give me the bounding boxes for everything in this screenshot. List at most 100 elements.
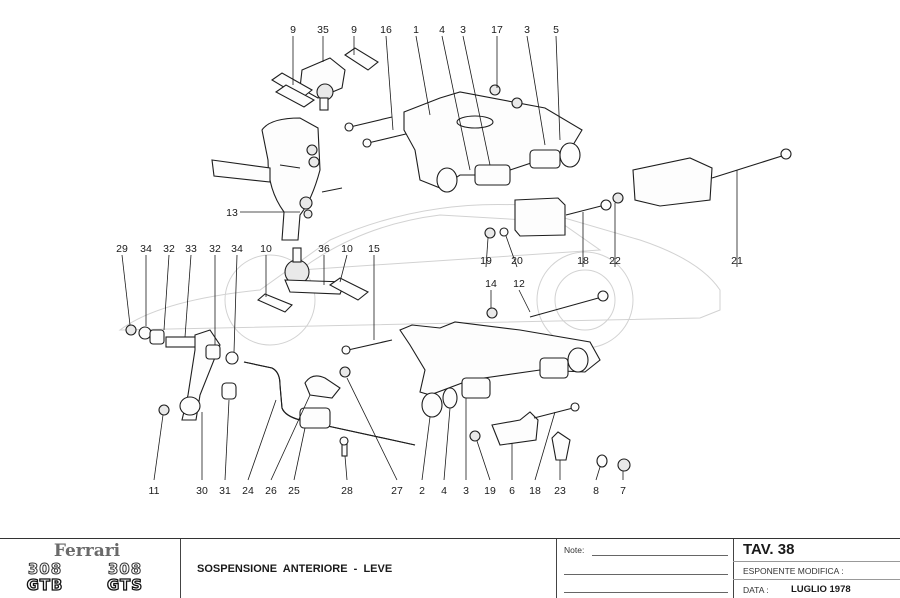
callout-19: 19: [484, 485, 496, 497]
table-number: TAV. 38: [743, 541, 795, 558]
callout-1: 1: [413, 24, 419, 36]
plate-10-left: [256, 293, 293, 313]
bushing-25: [299, 407, 331, 429]
washer-8: [596, 454, 608, 468]
callout-12: 12: [513, 278, 525, 290]
leader-line: [595, 466, 601, 481]
bolt-15: [341, 339, 393, 355]
nut-27: [339, 366, 351, 378]
leader-line: [247, 399, 277, 481]
notes-line: [564, 574, 728, 575]
lower-control-arm-2: [399, 321, 601, 418]
leader-line: [443, 407, 451, 481]
callout-4: 4: [441, 485, 447, 497]
callout-16: 16: [380, 24, 392, 36]
clip-23: [551, 431, 571, 461]
callout-27: 27: [391, 485, 403, 497]
callout-35: 35: [317, 24, 329, 36]
notes-label: Note:: [564, 545, 585, 555]
model-variant: GTB: [26, 576, 64, 594]
callout-20: 20: [511, 255, 523, 267]
washer-20: [499, 227, 509, 237]
model-variant: GTS: [106, 576, 144, 594]
callout-10: 10: [260, 243, 272, 255]
plate-9-right: [344, 47, 379, 71]
callout-34: 34: [140, 243, 152, 255]
callout-29: 29: [116, 243, 128, 255]
leader-line: [505, 235, 518, 268]
callout-30: 30: [196, 485, 208, 497]
callout-2: 2: [419, 485, 425, 497]
revision-row: ESPONENTE MODIFICA :: [733, 561, 900, 576]
leader-line: [526, 35, 546, 146]
callout-3: 3: [463, 485, 469, 497]
callout-18: 18: [577, 255, 589, 267]
callout-34: 34: [231, 243, 243, 255]
leader-line: [184, 254, 192, 338]
leader-line: [270, 394, 311, 481]
callout-14: 14: [485, 278, 497, 290]
leader-line: [163, 254, 170, 331]
leader-line: [421, 416, 431, 481]
stabilizer-bar-24: [243, 361, 416, 446]
bolts-16: [344, 116, 411, 148]
bracket-21: [632, 148, 792, 207]
upper-control-arm-1: [403, 84, 583, 193]
callout-6: 6: [509, 485, 515, 497]
leader-line: [153, 414, 164, 481]
nut-11: [158, 404, 170, 416]
leader-line: [339, 254, 348, 283]
nut-14: [486, 307, 498, 319]
callout-9: 9: [351, 24, 357, 36]
leader-line: [346, 377, 398, 481]
stabilizer-link-30: [125, 324, 239, 421]
date-value: LUGLIO 1978: [791, 584, 851, 595]
notes-line: [592, 555, 728, 556]
notes-line: [564, 592, 728, 593]
drawing-title: SOSPENSIONE ANTERIORE - LEVE: [197, 563, 393, 575]
lower-ball-joint-36: [284, 247, 346, 295]
callout-32: 32: [209, 243, 221, 255]
callout-5: 5: [553, 24, 559, 36]
nut-19-upper: [484, 227, 496, 239]
bolt-18-lower: [533, 402, 580, 419]
callout-13: 13: [226, 207, 238, 219]
callout-22: 22: [609, 255, 621, 267]
leader-line: [415, 35, 431, 116]
clamp-26: [304, 375, 341, 399]
leader-line: [476, 440, 491, 481]
leader-line: [293, 427, 306, 481]
model-badge-gtb: 308 GTB: [16, 561, 74, 594]
leader-line: [344, 455, 348, 481]
callout-28: 28: [341, 485, 353, 497]
notes-cell: Note:: [556, 539, 734, 598]
screw-28: [339, 436, 349, 457]
callout-3: 3: [460, 24, 466, 36]
callout-10: 10: [341, 243, 353, 255]
steering-knuckle: [211, 117, 343, 241]
bolt-12: [529, 290, 609, 318]
callout-23: 23: [554, 485, 566, 497]
leader-line: [441, 35, 471, 171]
model-number: 308: [107, 560, 143, 578]
leader-line: [385, 35, 394, 131]
title-block: Ferrari 308 GTB 308 GTS SOSPENSIONE ANTE…: [0, 538, 900, 598]
bracket-18: [514, 192, 624, 237]
callout-31: 31: [219, 485, 231, 497]
callout-17: 17: [491, 24, 503, 36]
callout-33: 33: [185, 243, 197, 255]
leader-line: [233, 254, 238, 353]
callout-15: 15: [368, 243, 380, 255]
reference-cell: TAV. 38 ESPONENTE MODIFICA : DATA : LUGL…: [733, 539, 900, 598]
bushing-31: [221, 382, 237, 400]
car-silhouette-ghost: [118, 203, 721, 349]
callout-7: 7: [620, 485, 626, 497]
revision-label: ESPONENTE MODIFICA :: [743, 566, 844, 576]
callout-3: 3: [524, 24, 530, 36]
plate-10-right: [328, 277, 370, 301]
leader-line: [462, 35, 491, 166]
ferrari-logo: Ferrari: [53, 541, 121, 561]
title-cell: SOSPENSIONE ANTERIORE - LEVE: [180, 539, 557, 598]
leader-line: [121, 254, 131, 326]
